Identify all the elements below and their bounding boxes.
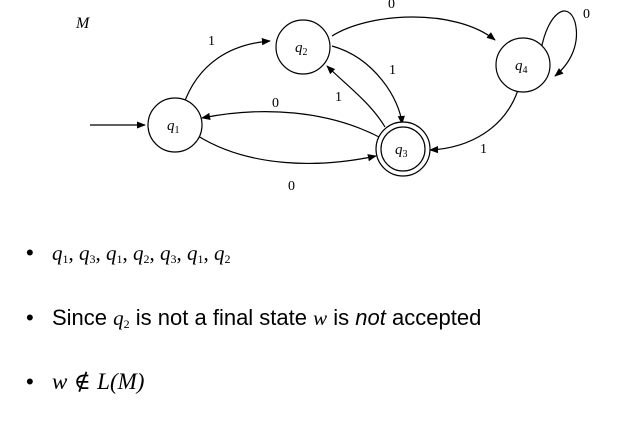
edge-label-q3-q2: 1 bbox=[335, 90, 342, 105]
state-ref: q2 bbox=[113, 306, 130, 331]
is-text: is bbox=[333, 305, 350, 330]
state-q1: q1 bbox=[147, 97, 203, 153]
state-q4: q4 bbox=[495, 37, 551, 93]
since-text: Since bbox=[52, 305, 108, 330]
bullet-state-sequence: • q1, q3, q1, q2, q3, q1, q2 bbox=[26, 240, 231, 267]
not-final-text: is not a final state bbox=[135, 305, 308, 330]
edge-label-q3-q1: 0 bbox=[272, 96, 279, 111]
edge-q1-q2 bbox=[182, 38, 271, 107]
not-emphasis: not bbox=[355, 305, 386, 330]
w-symbol: w bbox=[52, 369, 68, 394]
svg-text:q1: q1 bbox=[167, 118, 180, 136]
edge-q3-q2 bbox=[326, 65, 386, 128]
edge-q2-q3 bbox=[331, 45, 405, 125]
edge-label-q1-q2: 1 bbox=[208, 34, 215, 49]
edge-label-q2-q4: 0 bbox=[388, 0, 395, 12]
not-element-symbol: ∉ bbox=[73, 369, 91, 395]
automaton-name: M bbox=[75, 15, 91, 32]
edge-label-q2-q3: 1 bbox=[389, 63, 396, 78]
edge-label-q1-q3: 0 bbox=[288, 179, 295, 194]
state-q2: q2 bbox=[275, 19, 331, 75]
bullet-dot: • bbox=[26, 305, 34, 330]
bullet-dot: • bbox=[26, 369, 34, 394]
w-symbol: w bbox=[313, 306, 328, 330]
edge-label-q4-self: 0 bbox=[583, 7, 590, 22]
bullet-not-accepted: • Since q2 is not a final state w is not… bbox=[26, 305, 481, 332]
edge-q4-self bbox=[540, 10, 578, 77]
state-q3: q3 bbox=[375, 121, 431, 177]
edge-label-q4-q3: 1 bbox=[480, 142, 487, 157]
bullet-not-in-language: • w ∉ L(M) bbox=[26, 368, 144, 395]
edge-q3-q1 bbox=[201, 111, 382, 139]
edge-q4-q3 bbox=[429, 89, 519, 154]
language-expression: L(M) bbox=[97, 369, 145, 394]
svg-text:q3: q3 bbox=[395, 142, 408, 160]
svg-text:q4: q4 bbox=[515, 58, 528, 76]
automaton-diagram: M 1 0 0 1 1 0 0 1 q1 q2 q3 q4 bbox=[75, 0, 590, 194]
svg-text:q2: q2 bbox=[295, 40, 308, 58]
state-sequence: q1, q3, q1, q2, q3, q1, q2 bbox=[52, 241, 231, 266]
accepted-text: accepted bbox=[392, 305, 482, 330]
bullet-dot: • bbox=[26, 240, 34, 265]
edge-q2-q4 bbox=[331, 16, 496, 41]
edge-q1-q3 bbox=[197, 135, 377, 164]
